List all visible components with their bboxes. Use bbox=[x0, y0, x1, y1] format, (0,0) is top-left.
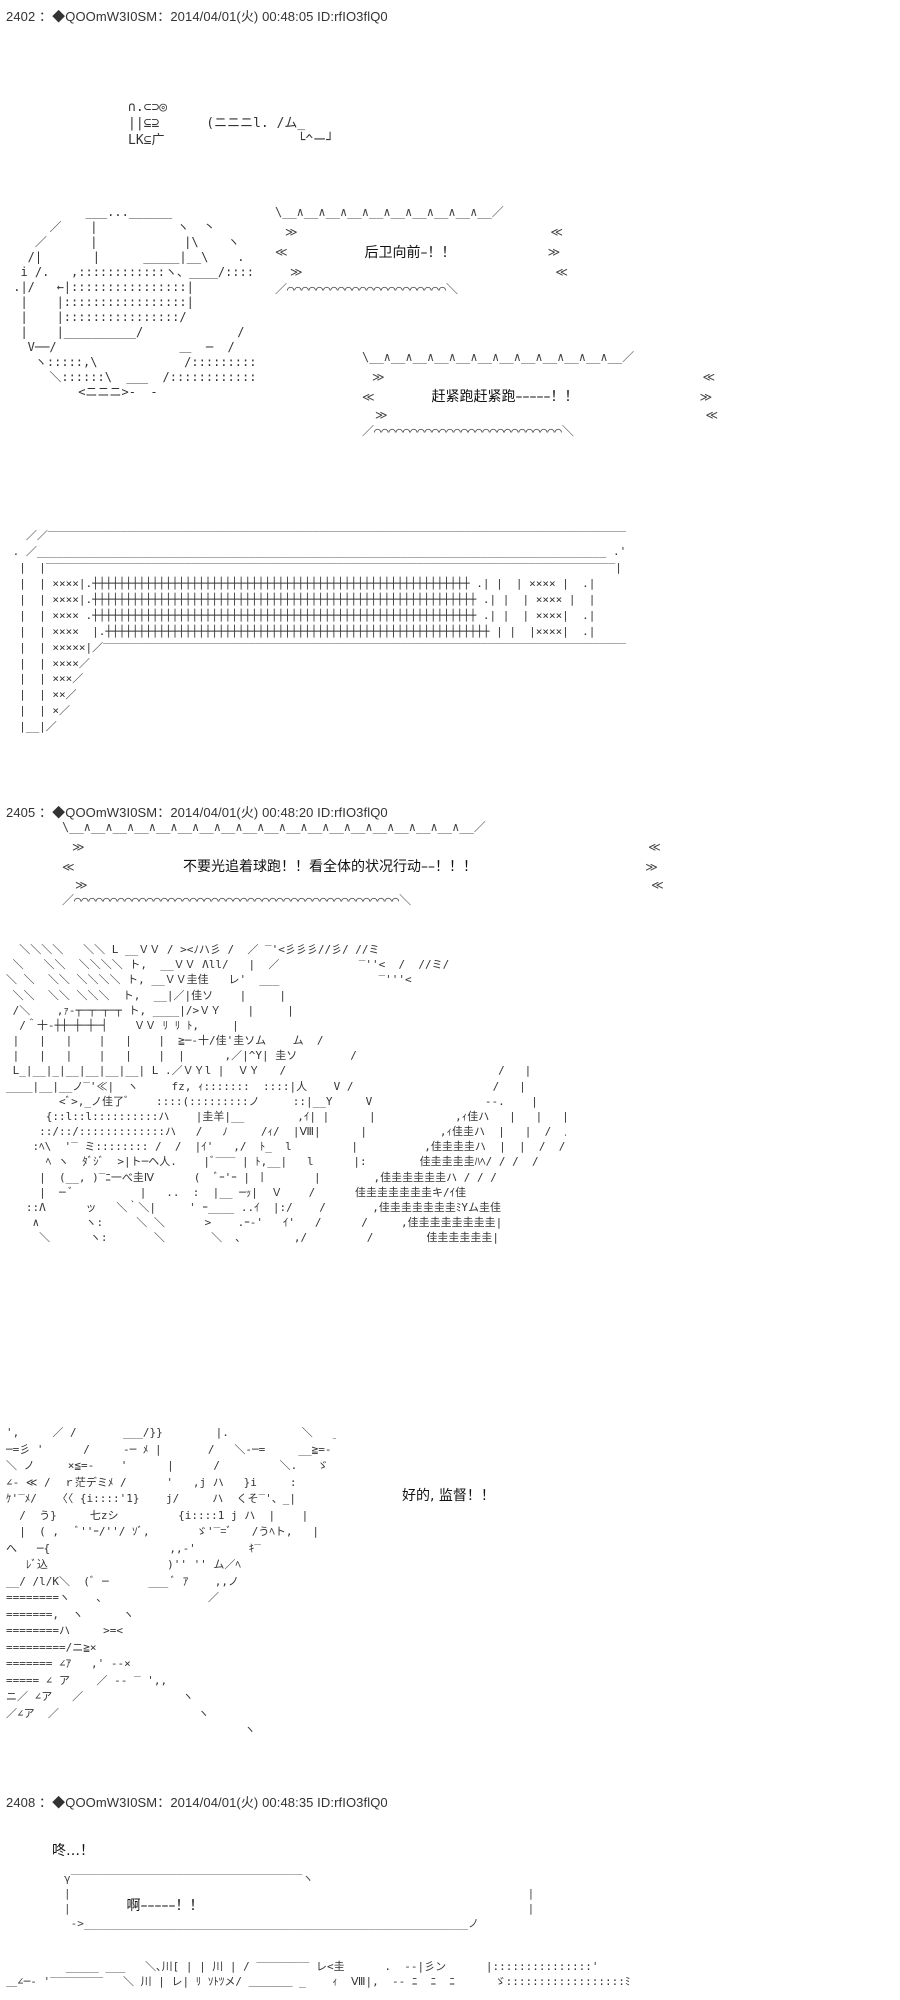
scribble-ascii-art: ∩.⊂⊃◎ ||⊆⊇ (ニニニl. /ム_ LK⊆广 └^ー┘ bbox=[128, 100, 335, 148]
bottom-crowd-ascii-art: _____ ___ ＼､川[ | | 川 | / ‾‾‾‾‾‾‾‾ レ<圭 . … bbox=[6, 1960, 631, 1988]
post-header-2402: 2402 ：◆QOOmW3I0SM：2014/04/01(火) 00:48:05… bbox=[6, 9, 388, 24]
bubble-left-right-edge: ≫ ≪ bbox=[375, 408, 719, 422]
soccer-goal-ascii-art: ／／‾‾‾‾‾‾‾‾‾‾‾‾‾‾‾‾‾‾‾‾‾‾‾‾‾‾‾‾‾‾‾‾‾‾‾‾‾‾… bbox=[12, 529, 626, 734]
post-header-2405: 2405 ：◆QOOmW3I0SM：2014/04/01(火) 00:48:20… bbox=[6, 805, 388, 820]
speech-text: 赶紧跑赶紧跑–––––！！ bbox=[431, 389, 579, 405]
bubble-bottom-edge: ／⌒⌒⌒⌒⌒⌒⌒⌒⌒⌒⌒⌒⌒⌒⌒⌒⌒⌒⌒⌒⌒⌒＼ bbox=[275, 282, 458, 296]
bubble-left-right-edge: ≫ ≪ bbox=[72, 840, 661, 854]
bubble-bottom-edge: ／⌒⌒⌒⌒⌒⌒⌒⌒⌒⌒⌒⌒⌒⌒⌒⌒⌒⌒⌒⌒⌒⌒⌒⌒⌒⌒＼ bbox=[362, 424, 574, 438]
speech-text: 啊–––––！！ bbox=[126, 1898, 204, 1914]
bubble-left-right-edge: ≪ ≫ bbox=[275, 245, 561, 259]
bubble-left-right-edge: ≫ ≪ bbox=[290, 265, 568, 279]
stadium-crowd-ascii-art: ＼＼＼＼ ＼＼ L __ＶＶ / ><ﾉハ彡 / ／ ‾'<彡彡彡//彡/ //… bbox=[6, 943, 566, 1245]
bubble-bottom-edge: ／⌒⌒⌒⌒⌒⌒⌒⌒⌒⌒⌒⌒⌒⌒⌒⌒⌒⌒⌒⌒⌒⌒⌒⌒⌒⌒⌒⌒⌒⌒⌒⌒⌒⌒⌒⌒⌒⌒⌒… bbox=[62, 893, 412, 907]
bubble-top-edge: \__∧__∧__∧__∧__∧__∧__∧__∧__∧__∧__∧__∧__∧… bbox=[62, 820, 486, 834]
player-ascii-art: ', ／ / ___/}} |. ＼ __ > ─=彡 ' / ‐─ ﾒ | /… bbox=[6, 1426, 336, 1736]
bubble-left-right-edge: ≫ ≪ bbox=[285, 225, 563, 239]
bubble-left-right-edge: ≪ ≫ bbox=[62, 860, 658, 874]
post-header-2408: 2408 ：◆QOOmW3I0SM：2014/04/01(火) 00:48:35… bbox=[6, 1795, 388, 1810]
soccer-ball-ascii-art: ___...______ ／ | ヽ 丶 ／ | |\ ヽ /| | _____… bbox=[13, 205, 256, 399]
player-reply-text: 好的, 监督！！ bbox=[402, 1488, 495, 1504]
speech-text: 不要光追着球跑！！看全体的状况行动––！！！ bbox=[183, 859, 477, 875]
bubble-left-right-edge: ≫ ≪ bbox=[372, 370, 716, 384]
thud-sound-text: 咚…！ bbox=[52, 1843, 94, 1859]
bubble-rounded-frame: γ‾‾‾‾‾‾‾‾‾‾‾‾‾‾‾‾‾‾‾‾‾‾‾‾‾‾‾‾‾‾‾‾‾‾‾ヽ | … bbox=[64, 1872, 535, 1930]
bubble-top-edge: \__∧__∧__∧__∧__∧__∧__∧__∧__∧__∧__∧__／ bbox=[362, 350, 635, 364]
speech-text: 后卫向前–！！ bbox=[364, 245, 456, 261]
bubble-top-edge: \__∧__∧__∧__∧__∧__∧__∧__∧__∧__／ bbox=[275, 205, 504, 219]
bubble-left-right-edge: ≪ ≫ bbox=[362, 390, 713, 404]
bubble-left-right-edge: ≫ ≪ bbox=[75, 878, 664, 892]
